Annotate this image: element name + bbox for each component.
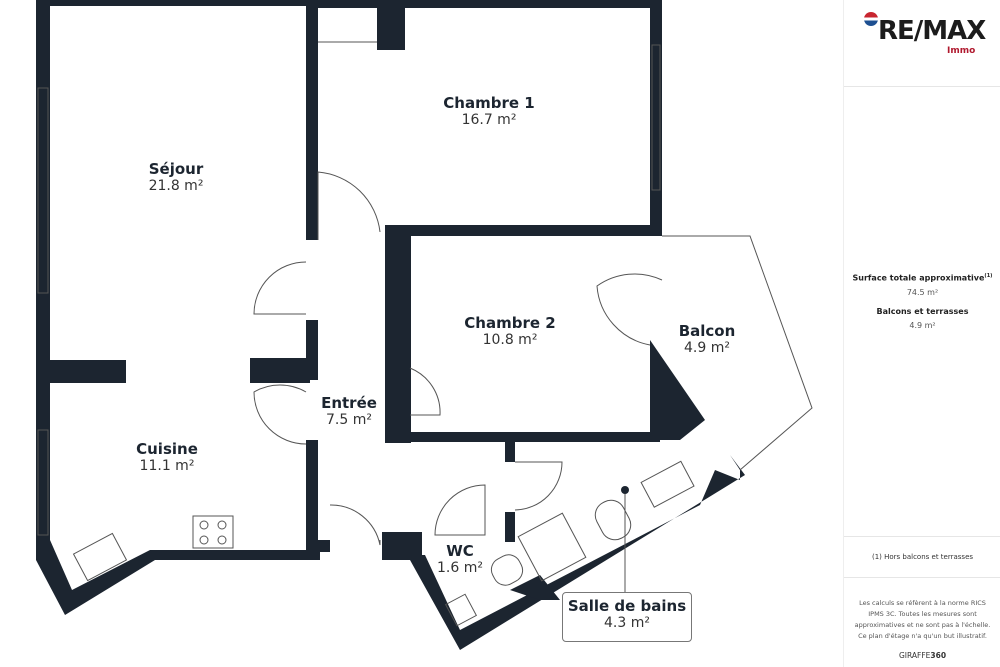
room-area: 4.3 m²: [604, 615, 650, 631]
footnote: (1) Hors balcons et terrasses: [844, 537, 1000, 578]
room-name: Chambre 2: [464, 314, 556, 332]
room-name: Séjour: [148, 160, 204, 178]
label-pointer: [621, 486, 629, 494]
room-area: 7.5 m²: [326, 412, 372, 428]
info-panel: RE/MAX Immo Surface totale approximative…: [843, 0, 1000, 667]
balcony-label: Balcons et terrasses: [876, 306, 969, 316]
room-area: 10.8 m²: [482, 332, 538, 348]
walls: [36, 0, 745, 650]
room-area: 1.6 m²: [437, 560, 483, 576]
surface-summary: Surface totale approximative(1) 74.5 m² …: [844, 87, 1000, 537]
balcony-value: 4.9 m²: [909, 320, 936, 330]
room-name: Balcon: [678, 322, 736, 340]
remax-logo: RE/MAX Immo: [844, 0, 1000, 87]
giraffe360-brand: GIRAFFE360: [898, 651, 947, 660]
room-name: Chambre 1: [443, 94, 535, 112]
room-name: Salle de bains: [567, 597, 687, 615]
room-area: 16.7 m²: [461, 112, 517, 128]
total-label: Surface totale approximative: [852, 273, 985, 283]
room-name: WC: [446, 542, 474, 560]
total-value: 74.5 m²: [906, 287, 939, 297]
room-area: 4.9 m²: [684, 340, 730, 356]
room-area: 21.8 m²: [148, 178, 204, 194]
room-name: Entrée: [321, 394, 377, 412]
windows-doors: [37, 41, 813, 627]
room-name: Cuisine: [136, 440, 198, 458]
disclaimer: Les calculs se réfèrent à la norme RICS …: [854, 599, 991, 640]
room-area: 11.1 m²: [139, 458, 195, 474]
balloon-icon: [864, 12, 878, 26]
floor-plan: [36, 0, 813, 650]
